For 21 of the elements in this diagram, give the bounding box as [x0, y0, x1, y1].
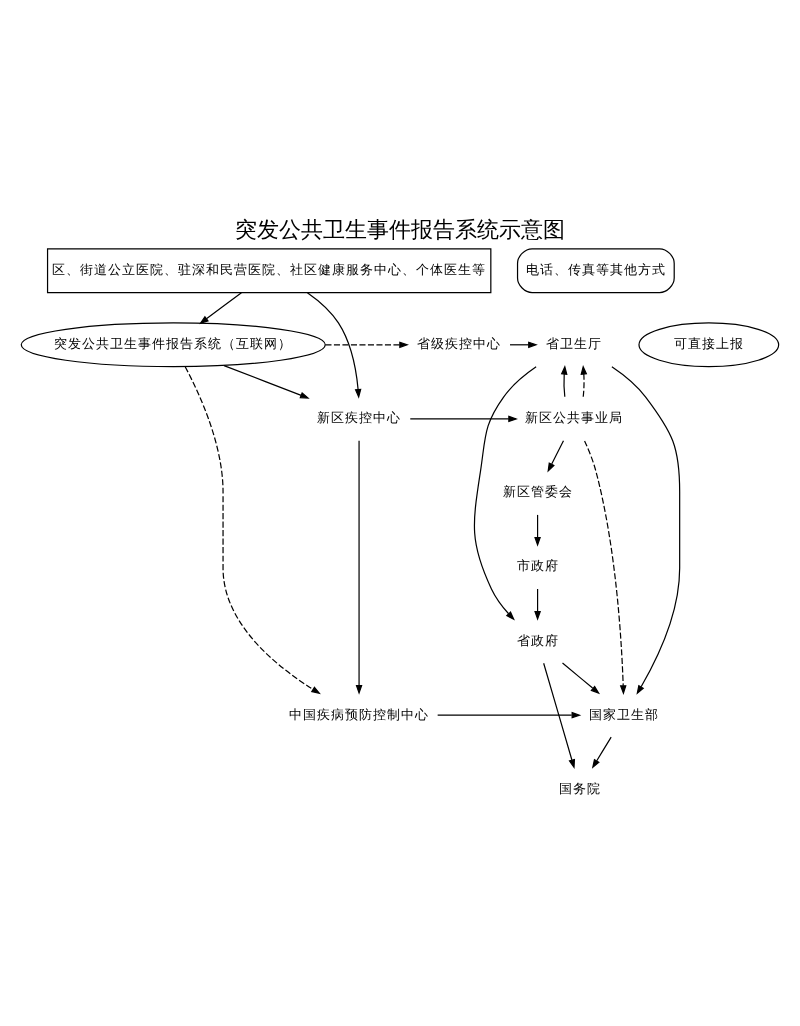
- arrow: [324, 341, 409, 349]
- arrow: [437, 711, 582, 719]
- arrow: [591, 736, 612, 769]
- arrow: [509, 341, 538, 349]
- arrow: [184, 366, 321, 695]
- arrow: [534, 588, 541, 621]
- arrow: [355, 440, 363, 695]
- arrow: [473, 366, 537, 621]
- arrow: [580, 364, 588, 398]
- arrow: [561, 662, 601, 695]
- arrow: [560, 364, 568, 398]
- arrow: [306, 292, 362, 399]
- arrow: [543, 662, 576, 769]
- arrow: [223, 365, 310, 399]
- arrow: [583, 440, 627, 695]
- arrow: [199, 292, 243, 325]
- arrow: [611, 366, 681, 695]
- diagram-title: 突发公共卫生事件报告系统示意图: [235, 217, 565, 244]
- arrow: [547, 440, 565, 473]
- arrow: [534, 514, 541, 547]
- arrow: [409, 415, 518, 423]
